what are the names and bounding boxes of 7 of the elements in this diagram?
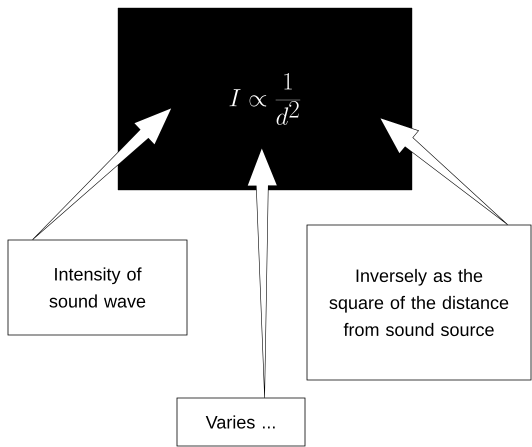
arrow — [379, 117, 508, 225]
formula-panel: $I \propto \frac{1}{d^{2}}$ — [118, 8, 412, 190]
arrow — [246, 146, 278, 398]
label-box: Intensity of sound wave — [8, 240, 188, 336]
arrow — [32, 107, 172, 240]
label-box: Inversely as the square of the distance from sound source — [306, 224, 532, 380]
label-box: Varies ... — [176, 398, 306, 446]
